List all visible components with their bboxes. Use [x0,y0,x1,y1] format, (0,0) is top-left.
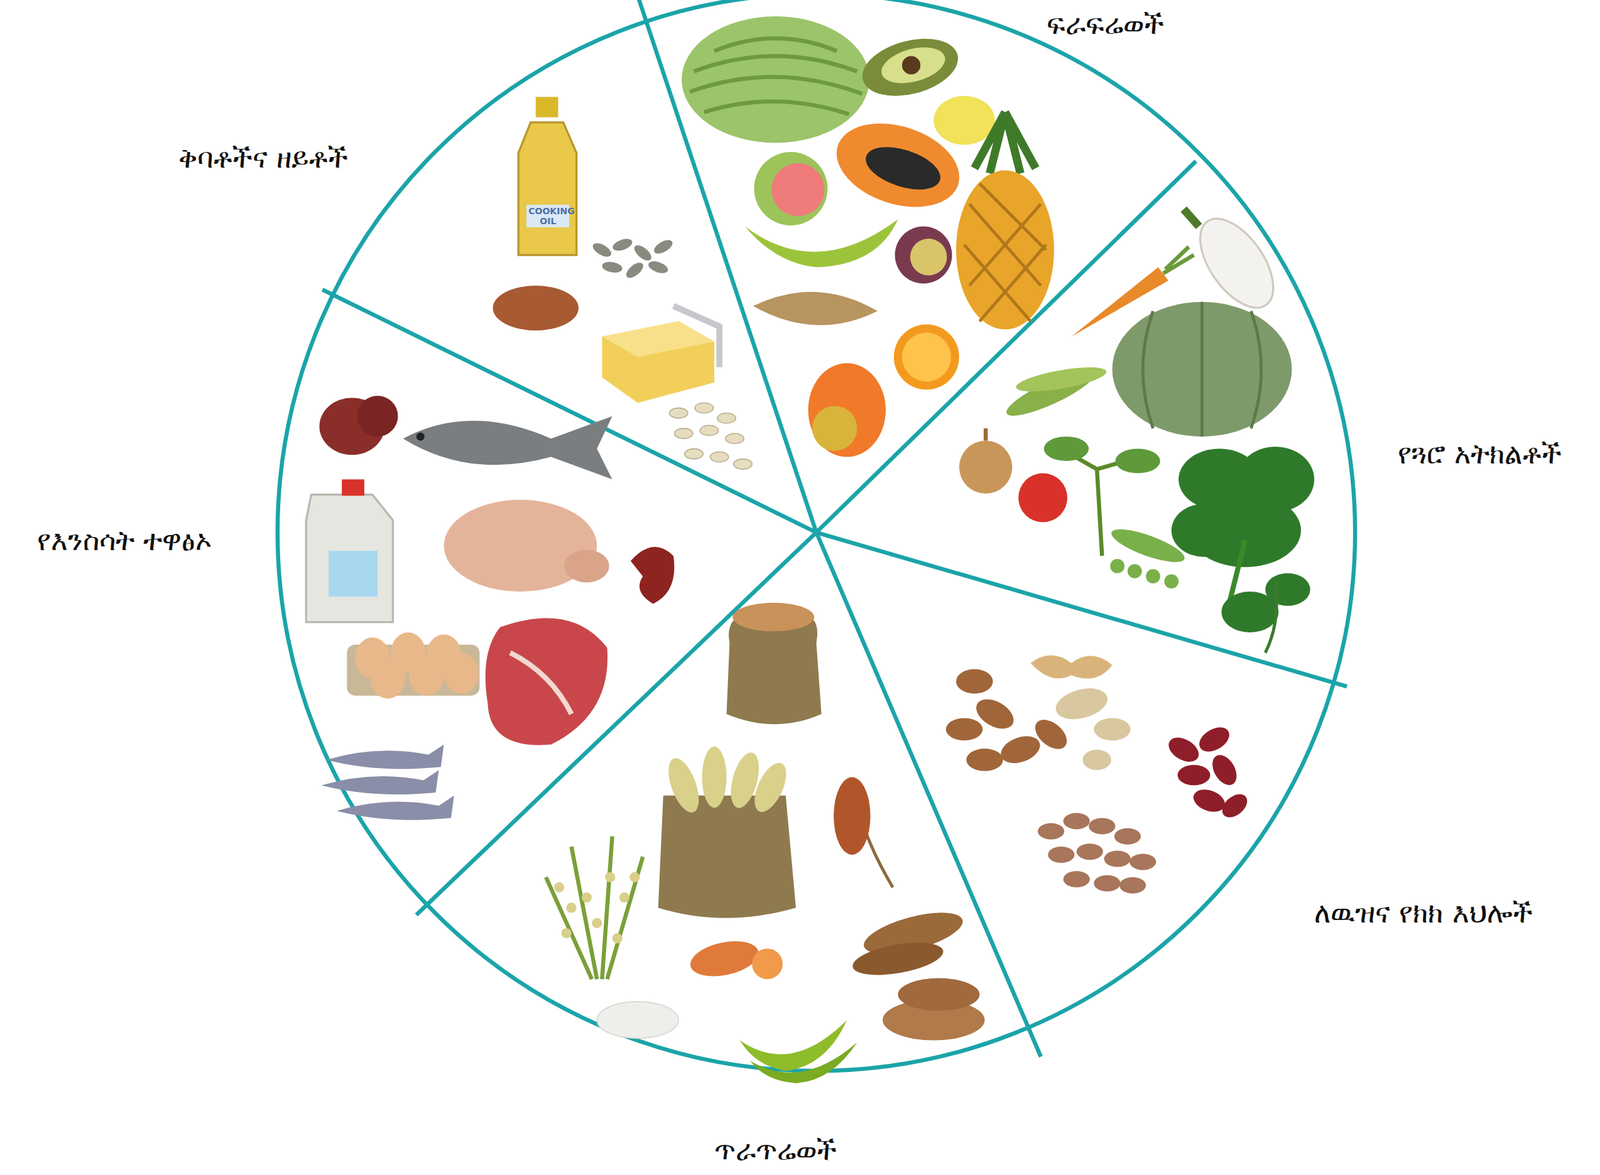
legume-illustrations [946,655,1252,894]
bottle-label: COOKING OIL [526,204,570,228]
food-group-label: ለዉዝና የክክ እህሎች [1314,896,1533,931]
wheel-outline [277,0,1356,1072]
food-group-label: ፍራፍሬወች [1046,7,1165,42]
animal-product-illustrations [305,395,675,820]
food-group-label: ጥራጥሬወች [714,1133,837,1168]
grain-illustrations [545,603,985,1084]
food-group-label: የጓሮ አትክልቶች [1397,437,1562,472]
oil-illustrations [493,96,753,470]
vegetable-illustrations [959,206,1315,653]
fruit-illustrations [681,16,1055,458]
food-group-label: ቅባቶችና ዘይቶች [178,141,349,176]
food-group-label: የእንስሳት ተዋፅኦ [37,523,212,558]
